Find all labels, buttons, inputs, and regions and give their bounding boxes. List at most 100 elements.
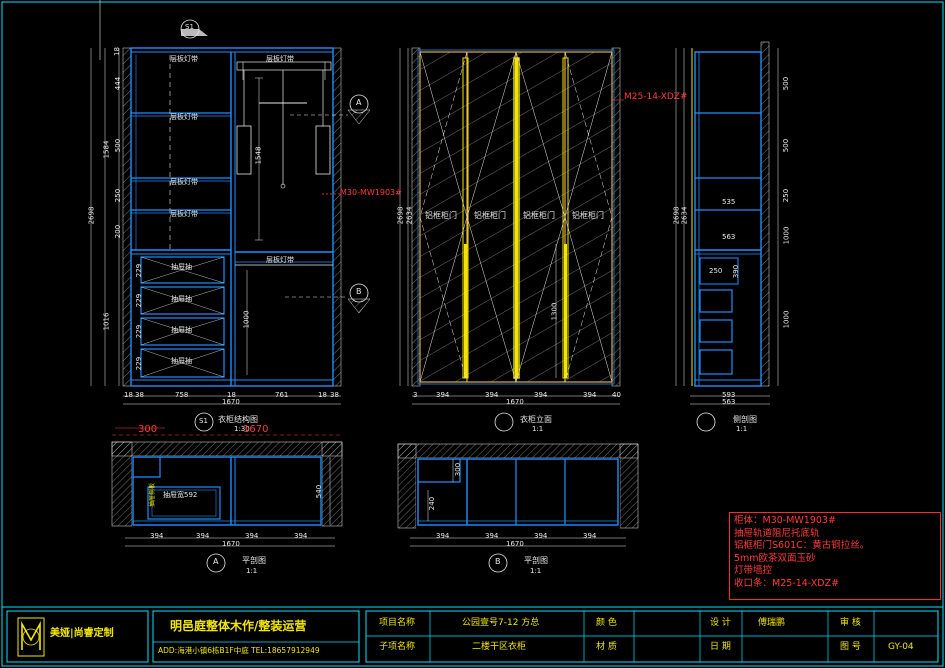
section-marker-s1 <box>180 19 208 39</box>
plan-a-total: 1670 <box>222 540 240 548</box>
structure-material-tag: M30-MW1903# <box>340 188 402 197</box>
side-dim-drawer-h: 390 <box>732 264 741 279</box>
structure-dim-inner-2: 1000 <box>242 310 251 329</box>
plan-b-marker <box>488 553 508 573</box>
plan-a-marker <box>206 553 226 573</box>
plan-a-marker-label: A <box>213 557 219 566</box>
note-line-3: 铝框柜门S601C：黄古铜拉丝。 <box>734 540 870 552</box>
note-line-4: 5mm欧茶双面玉砂 <box>734 552 816 564</box>
marker-b-label: B <box>356 287 362 296</box>
structure-label-light-2: 层板灯带 <box>170 113 198 121</box>
plan-a-view <box>111 427 343 547</box>
plan-a-scale: 1:1 <box>246 567 258 575</box>
plan-a-b1: 394 <box>150 532 164 540</box>
brand-logo-icon <box>17 617 45 657</box>
side-dim-r5: 1000 <box>782 310 791 329</box>
plan-a-dim-1670: 1670 <box>243 424 269 435</box>
plan-a-depth: 540 <box>315 484 324 499</box>
side-dim-r4: 1000 <box>782 226 791 245</box>
structure-dim-l6: 229 <box>135 263 144 278</box>
plan-b-dim-300: 300 <box>454 462 463 477</box>
elevation-dim-b8: 394 <box>583 391 597 399</box>
drawer-label-3: 抽屉抽 <box>171 326 192 334</box>
side-dim-total: 2698 <box>672 206 681 225</box>
color-label: 颜 色 <box>596 618 617 628</box>
drawer-label-2: 抽屉抽 <box>171 295 192 303</box>
structure-dim-l7: 229 <box>135 293 144 308</box>
side-dim-r0: 500 <box>782 76 791 91</box>
note-line-1: 柜体：M30-MW1903# <box>734 515 836 526</box>
structure-dim-lower: 1016 <box>102 312 111 331</box>
side-dim-h2: 563 <box>722 233 736 241</box>
plan-b-total: 1670 <box>506 540 524 548</box>
elevation-dim-b6: 394 <box>534 391 548 399</box>
section-marker-b <box>347 283 371 314</box>
structure-dim-upper: 1584 <box>102 140 111 159</box>
section-marker-a <box>347 94 371 125</box>
plan-b-marker-label: B <box>495 557 501 566</box>
structure-dim-b-total: 1670 <box>222 398 240 406</box>
drawing-no-label: 图 号 <box>840 642 861 652</box>
elevation-dim-b2: 394 <box>436 391 450 399</box>
brand-name: 美娅|尚睿定制 <box>50 628 114 639</box>
note-line-5: 灯带墙控 <box>734 565 773 577</box>
door-label-2: 铝框柜门 <box>474 211 506 220</box>
side-dim-b0: 593 <box>722 391 736 399</box>
side-title: 侧剖图 <box>733 415 757 424</box>
elevation-dim-b4: 394 <box>485 391 499 399</box>
door-label-4: 铝框柜门 <box>572 211 604 220</box>
door-label-1: 铝框柜门 <box>425 211 457 220</box>
plan-b-title: 平剖图 <box>524 556 548 565</box>
structure-dim-l2: 500 <box>114 138 123 153</box>
plan-b-b7: 394 <box>583 532 597 540</box>
structure-label-light-3: 层板灯带 <box>170 178 198 186</box>
side-dim-drawer-w: 250 <box>709 267 723 275</box>
side-dim-h1: 535 <box>722 198 736 206</box>
drawer-label-1: 抽屉抽 <box>171 263 192 271</box>
plan-a-b3: 394 <box>196 532 210 540</box>
structure-dim-b0: 18 <box>124 391 133 399</box>
marker-a-label: A <box>356 98 362 107</box>
company-name: 明邑庭整体木作/整装运营 <box>170 619 307 633</box>
plan-a-dim-300: 300 <box>138 424 158 435</box>
elevation-dim-total: 2698 <box>396 206 405 225</box>
plan-b-b1: 394 <box>436 532 450 540</box>
structure-dim-l0: 18 <box>112 47 121 56</box>
plan-b-b5: 394 <box>534 532 548 540</box>
marker-s1-label: S1 <box>185 23 194 31</box>
structure-label-hanger-2: 层板灯带 <box>266 256 294 264</box>
elevation-dim-handle: 1300 <box>550 302 559 321</box>
title-block <box>6 610 939 663</box>
design-value: 傅瑞鹏 <box>758 618 786 628</box>
sub-value: 二楼干区衣柜 <box>472 642 527 652</box>
plan-b-view <box>397 443 639 547</box>
elevation-tag: M25-14-XDZ# <box>624 92 688 102</box>
elevation-dim-inner: 2634 <box>405 206 414 225</box>
side-dim-r2: 250 <box>782 188 791 203</box>
structure-dim-b1: 38 <box>135 391 144 399</box>
note-line-2: 抽屉轨道阻尼托底轨 <box>734 527 820 539</box>
elevation-dim-b-total: 1670 <box>506 398 524 406</box>
material-notes: 柜体：M30-MW1903# 抽屉轨道阻尼托底轨 铝框柜门S601C：黄古铜拉丝… <box>729 512 941 600</box>
structure-dim-l9: 229 <box>135 356 144 371</box>
structure-dim-total: 2698 <box>87 206 96 225</box>
date-label: 日 期 <box>710 642 731 652</box>
structure-label-light: 层板灯带 <box>170 55 198 63</box>
elevation-title: 衣柜立面 <box>520 415 552 424</box>
structure-marker <box>194 412 214 432</box>
structure-dim-l4: 200 <box>114 224 123 239</box>
drawer-label-4: 抽屉抽 <box>171 357 192 365</box>
structure-marker-label: S1 <box>199 417 208 425</box>
plan-a-drawer-side: 抽屉侧板 <box>149 482 157 508</box>
side-dim-inner: 2634 <box>680 206 689 225</box>
note-line-6: 收口条：M25-14-XDZ# <box>734 577 840 589</box>
plan-a-drawer-width: 抽屉宽592 <box>163 491 198 499</box>
sub-label: 子项名称 <box>379 642 416 652</box>
elevation-scale: 1:1 <box>532 425 544 433</box>
side-dim-b1: 563 <box>722 398 736 406</box>
elevation-dim-b10: 40 <box>612 391 621 399</box>
drawing-no-value: GY-04 <box>888 642 914 652</box>
structure-label-hanger: 层板灯带 <box>266 55 294 63</box>
